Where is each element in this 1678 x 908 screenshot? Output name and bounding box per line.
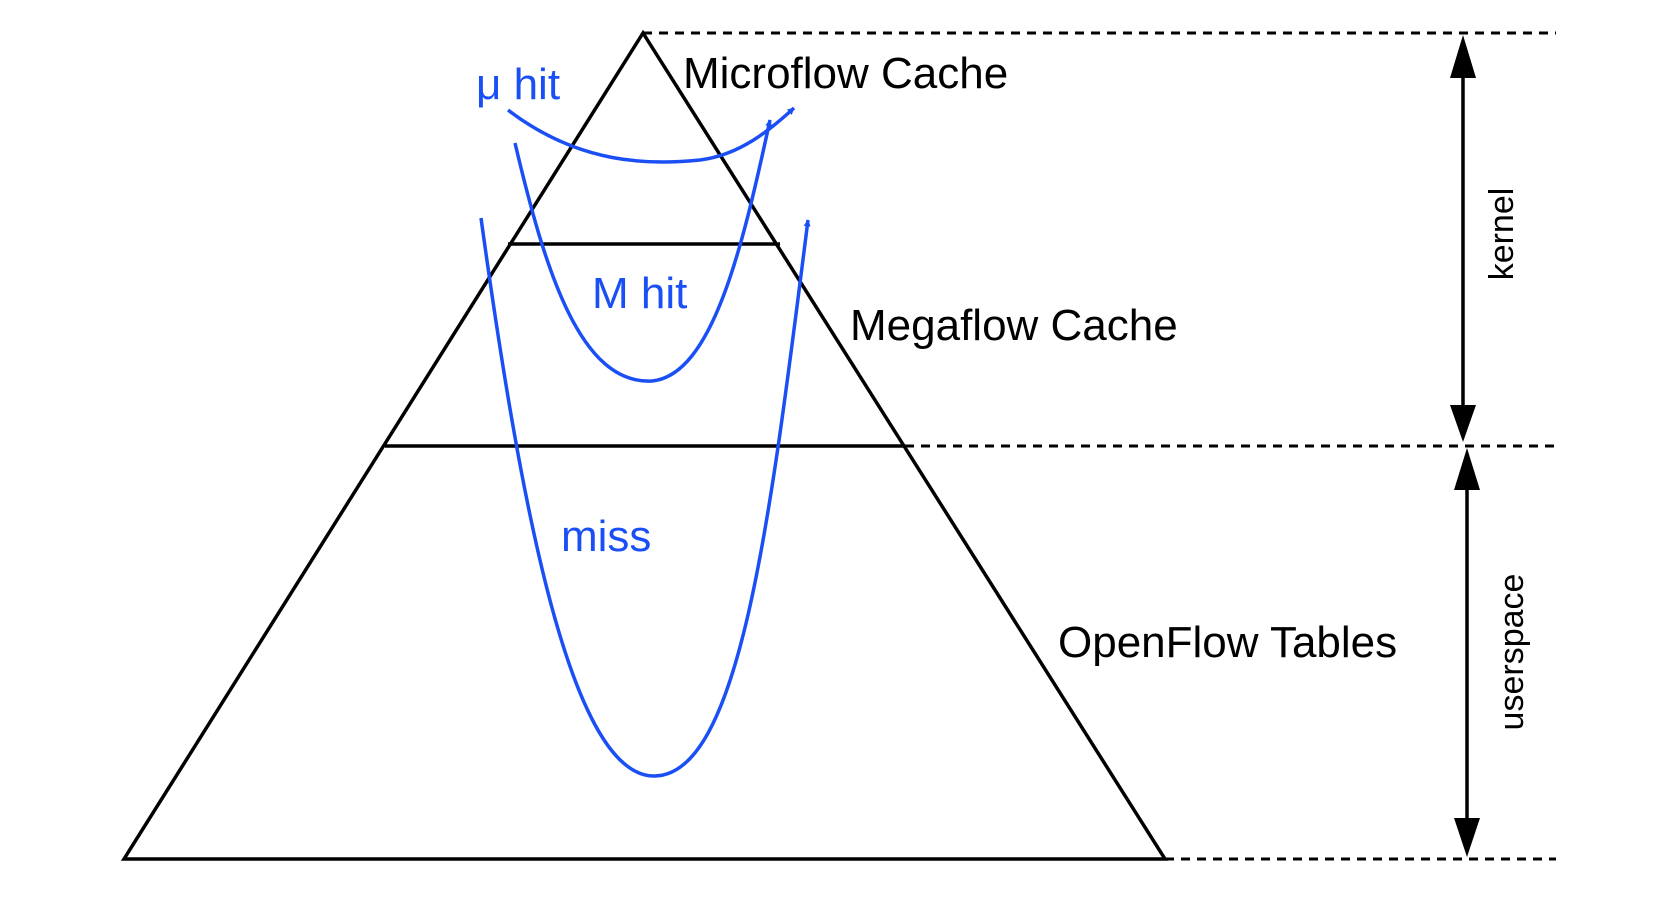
- miss-label: miss: [561, 512, 651, 561]
- kernel-range-arrow: [1450, 35, 1476, 442]
- micro-hit-label: μ hit: [476, 60, 560, 109]
- mega-hit-label: M hit: [592, 269, 687, 318]
- flow-curves: [479, 106, 811, 778]
- pyramid: [120, 29, 1169, 861]
- kernel-label: kernel: [1483, 188, 1521, 281]
- miss-curve: [479, 217, 811, 778]
- micro-hit-curve: [506, 106, 796, 164]
- microflow-label: Microflow Cache: [683, 49, 1008, 98]
- mega-hit-curve: [513, 119, 773, 383]
- userspace-label: userspace: [1493, 574, 1531, 731]
- openflow-label: OpenFlow Tables: [1058, 618, 1397, 667]
- boundary-lines: [643, 31, 1556, 861]
- megaflow-label: Megaflow Cache: [850, 301, 1178, 350]
- userspace-range-arrow: [1454, 448, 1480, 857]
